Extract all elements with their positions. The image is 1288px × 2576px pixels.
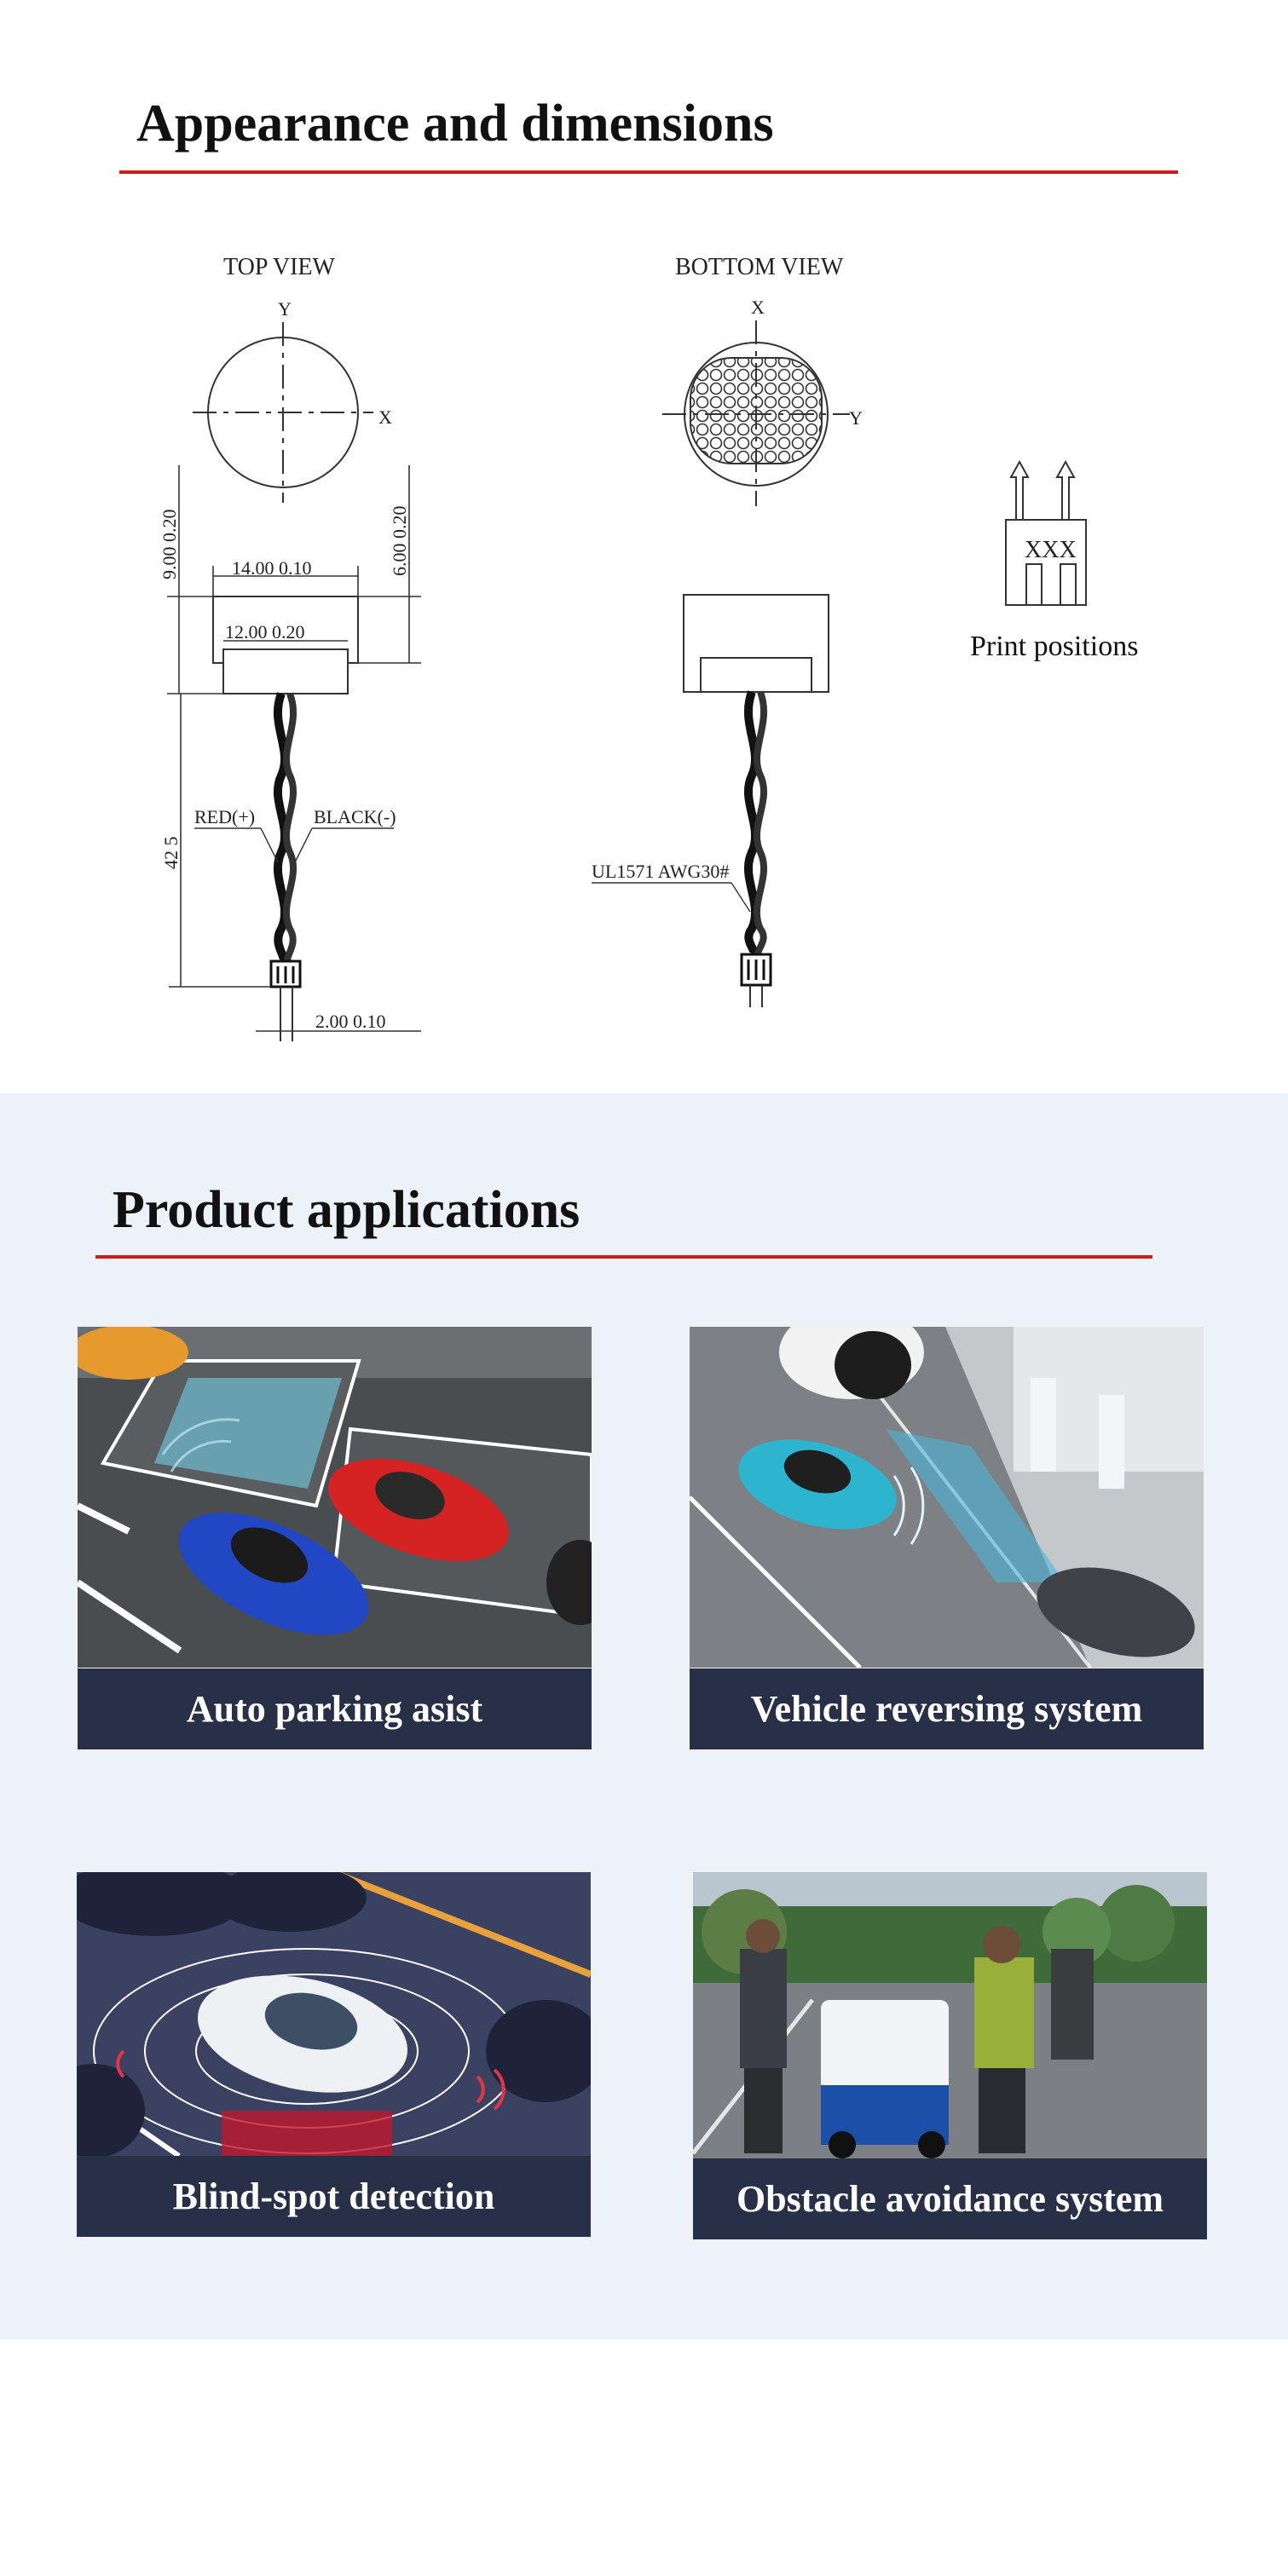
obstacle-photo [693, 1872, 1207, 2158]
top-view-cable-a [274, 692, 289, 967]
label-black: BLACK(-) [314, 806, 396, 827]
bottom-view-title: BOTTOM VIEW [675, 254, 844, 280]
print-pin-left [1009, 459, 1030, 521]
top-view-base [222, 648, 349, 694]
application-card-parking: Auto parking asist [78, 1327, 592, 1749]
parking-photo [78, 1327, 592, 1668]
obstacle-illustration [693, 1872, 1207, 2158]
parking-label: Auto parking asist [78, 1668, 592, 1749]
applications-heading: Product applications [113, 1181, 580, 1239]
parking-illustration [78, 1327, 592, 1668]
dim-height-body: 6.00 0.20 [389, 506, 410, 577]
top-view-axis-x: X [378, 406, 392, 428]
bottom-view-axis-y: Y [849, 407, 863, 429]
application-card-reversing: Vehicle reversing system [690, 1327, 1204, 1749]
application-card-blind-spot: Blind-spot detection [77, 1872, 591, 2237]
top-view-axis-y: Y [278, 298, 292, 320]
bottom-view-cable-b [754, 690, 767, 960]
obstacle-label: Obstacle avoidance system [693, 2158, 1207, 2239]
reversing-label: Vehicle reversing system [690, 1668, 1204, 1749]
top-view-cable-b [283, 692, 297, 966]
appearance-heading: Appearance and dimensions [136, 95, 774, 153]
cable-spec: UL1571 AWG30# [592, 861, 729, 882]
dim-cable-length: 42 5 [160, 837, 182, 870]
reversing-photo [690, 1327, 1204, 1668]
applications-section: Product applications Auto p [0, 1093, 1288, 2339]
bottom-view-cable-a [744, 690, 760, 960]
blind-spot-illustration [77, 1872, 591, 2156]
dimension-drawing: TOP VIEW Y X 14.00 0.10 12.00 0.20 9.00 … [159, 254, 1087, 1041]
dim-pin-pitch: 2.00 0.10 [315, 1011, 386, 1032]
blind-spot-photo [77, 1872, 591, 2156]
dim-width-inner: 12.00 0.20 [225, 621, 305, 643]
dim-height-total: 9.00 0.20 [159, 510, 180, 580]
bottom-view-axis-x: X [751, 297, 765, 318]
dim-width-outer: 14.00 0.10 [232, 557, 312, 579]
print-marking: XXX [1025, 537, 1077, 563]
top-view-title: TOP VIEW [223, 254, 335, 280]
applications-heading-rule [95, 1255, 1152, 1259]
bottom-view-base [700, 657, 812, 693]
print-positions-caption: Print positions [970, 631, 1139, 662]
label-red: RED(+) [194, 806, 255, 827]
blind-spot-label: Blind-spot detection [77, 2156, 591, 2237]
application-card-obstacle: Obstacle avoidance system [693, 1872, 1207, 2239]
reversing-illustration [690, 1327, 1204, 1668]
appearance-heading-rule [119, 170, 1178, 174]
print-pin-right [1055, 459, 1076, 521]
appearance-section: Appearance and dimensions TOP VIEW Y X 1… [0, 0, 1288, 1093]
